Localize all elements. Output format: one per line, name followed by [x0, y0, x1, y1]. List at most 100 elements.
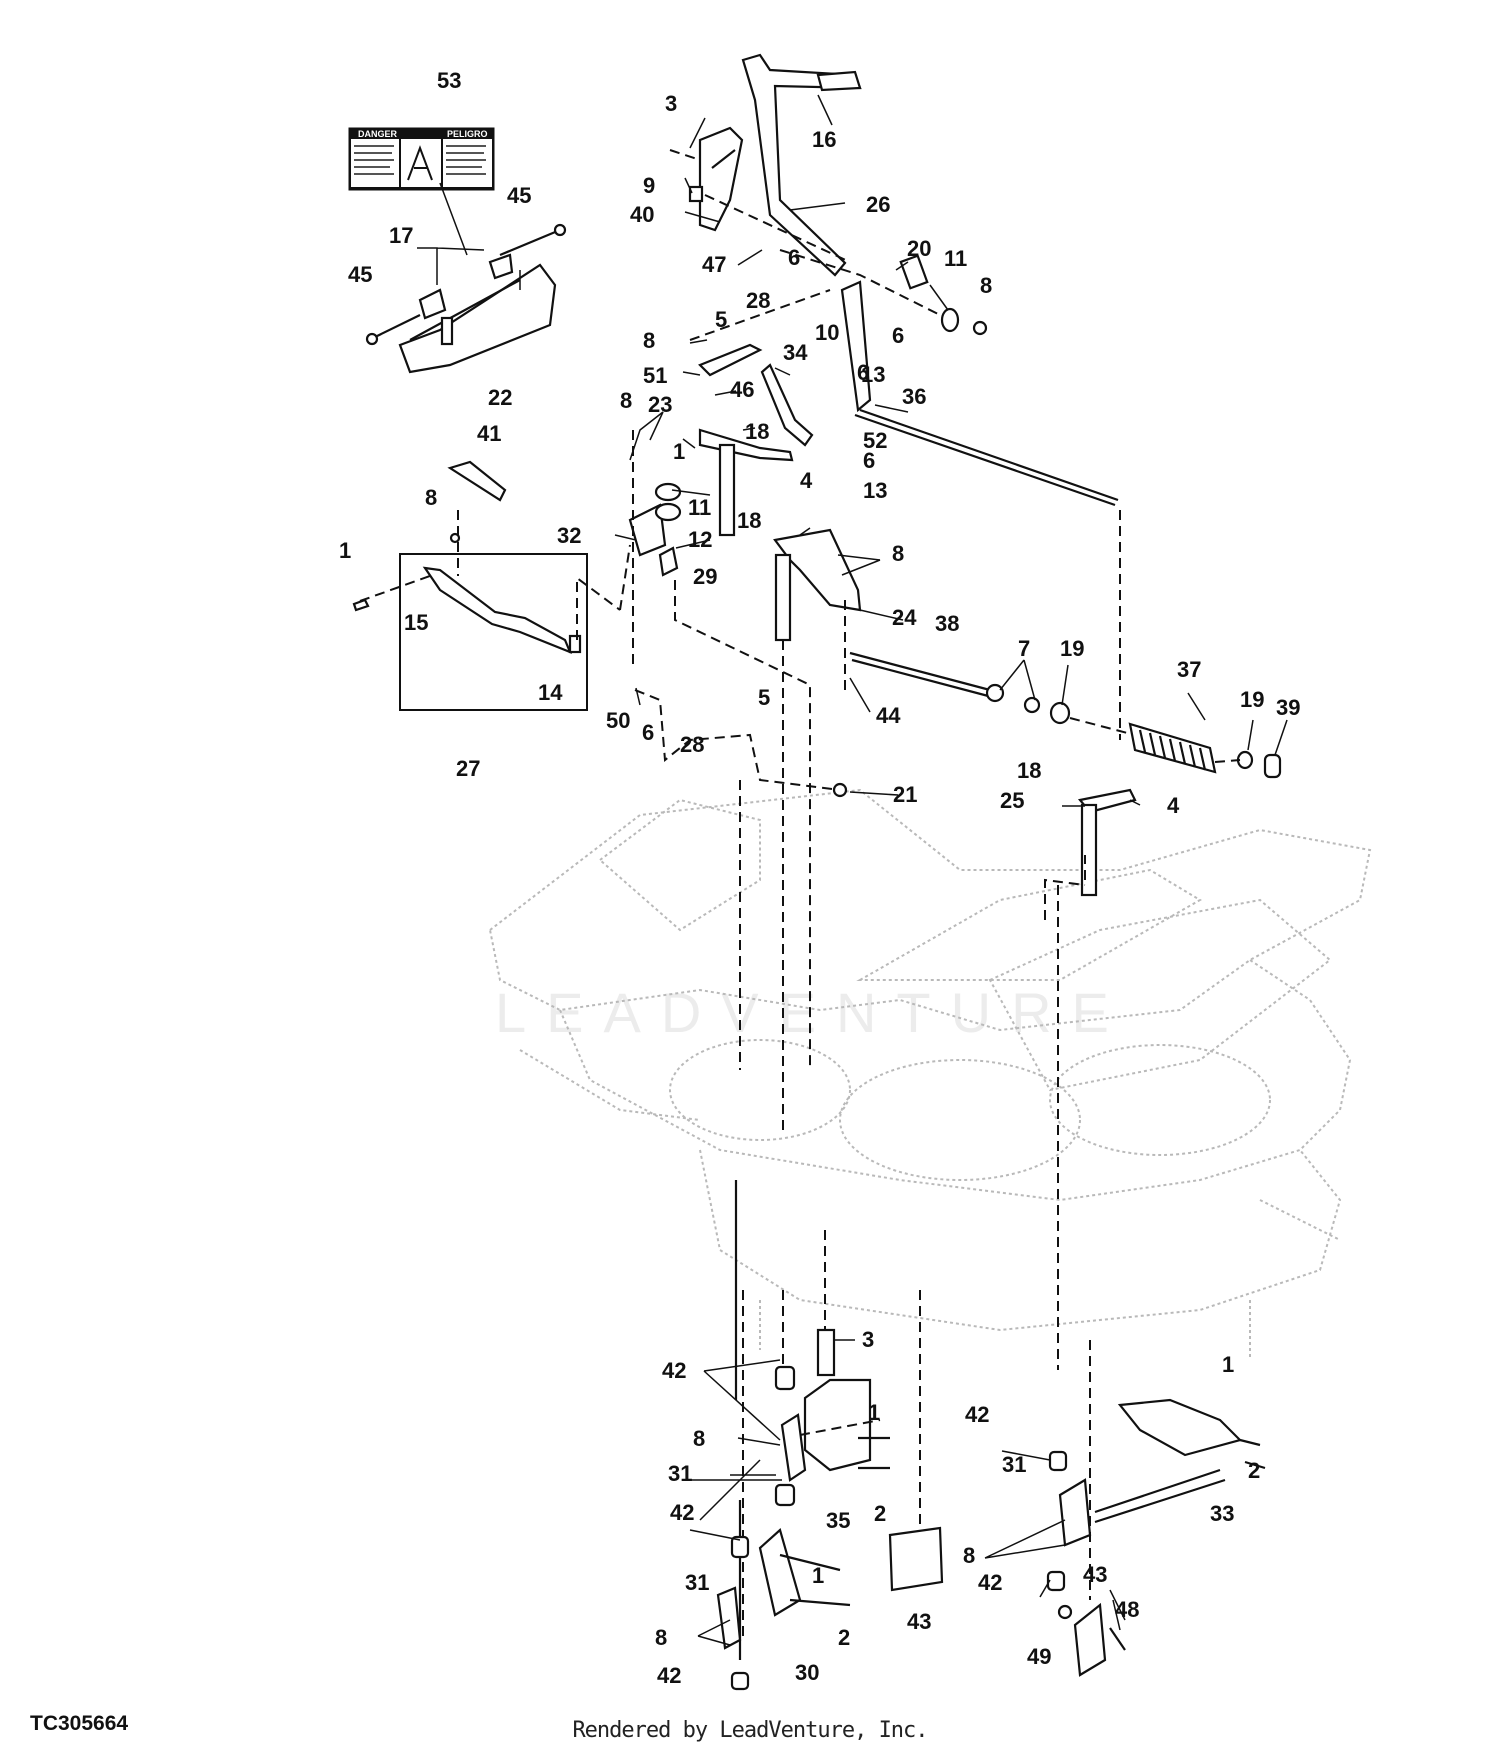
callout-label: 6 — [892, 323, 904, 348]
callout-label: 3 — [665, 91, 677, 116]
callout-label: 31 — [1002, 1452, 1026, 1477]
callout-label: 51 — [643, 363, 667, 388]
callout-label: 39 — [1276, 695, 1300, 720]
callout-label: 5 — [715, 307, 727, 332]
callout-label: 41 — [477, 421, 501, 446]
callout-label: 43 — [1083, 1562, 1107, 1587]
front-hanger-assembly — [716, 1328, 944, 1691]
callout-label: 48 — [1115, 1597, 1139, 1622]
callout-label: 17 — [389, 223, 413, 248]
callout-label: 6 — [857, 360, 869, 385]
callout-label: 9 — [643, 173, 655, 198]
callout-label: 10 — [815, 320, 839, 345]
callout-label: 18 — [737, 508, 761, 533]
callout-label: 42 — [978, 1570, 1002, 1595]
callout-label: 18 — [745, 419, 769, 444]
callout-label: 1 — [812, 1563, 824, 1588]
callout-label: 1 — [673, 439, 685, 464]
callout-label: 43 — [907, 1609, 931, 1634]
rear-hanger-assembly — [1046, 1398, 1266, 1677]
callout-label: 6 — [642, 720, 654, 745]
callout-label: 8 — [425, 485, 437, 510]
callout-label: 1 — [868, 1400, 880, 1425]
render-credit: Rendered by LeadVenture, Inc. — [572, 1718, 928, 1743]
callout-label: 35 — [826, 1508, 850, 1533]
lift-pedal-linkage — [628, 53, 1282, 1070]
callout-label: 42 — [662, 1358, 686, 1383]
callout-label: 15 — [404, 610, 428, 635]
callout-label: 21 — [893, 782, 917, 807]
callout-label: 45 — [507, 183, 531, 208]
callout-label: 29 — [693, 564, 717, 589]
callout-label: 25 — [1000, 788, 1024, 813]
callout-label: 50 — [606, 708, 630, 733]
figure-id: TC305664 — [30, 1712, 129, 1735]
callout-label: 38 — [935, 611, 959, 636]
callout-label: 6 — [788, 245, 800, 270]
watermark: LEADVENTURE — [495, 981, 1129, 1044]
callout-label: 19 — [1240, 687, 1264, 712]
chute-guard-22 — [365, 182, 567, 374]
callout-label: 49 — [1027, 1644, 1051, 1669]
callout-label: 26 — [866, 192, 890, 217]
callout-label: 28 — [746, 288, 770, 313]
callout-label: 37 — [1177, 657, 1201, 682]
callout-label: 31 — [668, 1461, 692, 1486]
callout-label: 11 — [944, 246, 967, 271]
callout-label: 19 — [1060, 636, 1084, 661]
callout-label: 24 — [892, 605, 917, 630]
callout-label: 8 — [980, 273, 992, 298]
decal-left-heading: DANGER — [358, 129, 398, 139]
callout-label: 36 — [902, 384, 926, 409]
callout-label: 40 — [630, 202, 654, 227]
callout-label: 46 — [730, 377, 754, 402]
callout-label: 14 — [538, 680, 563, 705]
callout-label: 4 — [800, 468, 813, 493]
callout-label: 8 — [963, 1543, 975, 1568]
callout-label: 42 — [657, 1663, 681, 1688]
callout-label: 31 — [685, 1570, 709, 1595]
danger-decal: DANGER PELIGRO — [348, 127, 495, 191]
callout-label: 33 — [1210, 1501, 1234, 1526]
callout-label: 34 — [783, 340, 808, 365]
callout-label: 8 — [693, 1426, 705, 1451]
callout-label: 4 — [1167, 793, 1180, 818]
ghost-deck-frame — [488, 788, 1372, 1360]
callout-label: 2 — [838, 1625, 850, 1650]
callout-label: 32 — [557, 523, 581, 548]
callout-label: 28 — [680, 732, 704, 757]
callout-label: 27 — [456, 756, 480, 781]
callout-label: 1 — [339, 538, 351, 563]
callout-label: 30 — [795, 1660, 819, 1685]
callout-label: 45 — [348, 262, 372, 287]
callout-label: 8 — [655, 1625, 667, 1650]
callout-label: 18 — [1017, 758, 1041, 783]
callout-label: 8 — [620, 388, 632, 413]
callout-label: 7 — [1018, 636, 1030, 661]
callout-label: 12 — [688, 527, 712, 552]
callout-label: 52 — [863, 428, 887, 453]
callout-label: 13 — [863, 478, 887, 503]
callout-label: 42 — [670, 1500, 694, 1525]
decal-right-heading: PELIGRO — [447, 129, 488, 139]
callout-label: 6 — [863, 448, 875, 473]
callout-label: 44 — [876, 703, 901, 728]
callout-label: 11 — [688, 495, 711, 520]
callout-label: 2 — [874, 1501, 886, 1526]
callout-label: 3 — [862, 1327, 874, 1352]
callout-label: 5 — [758, 685, 770, 710]
callout-label: 16 — [812, 127, 836, 152]
callout-label: 8 — [643, 328, 655, 353]
callout-label: 8 — [892, 541, 904, 566]
callout-label: 22 — [488, 385, 512, 410]
callout-labels: 53 45 17 45 22 41 8 1 15 14 27 3 9 40 16… — [339, 68, 1300, 1688]
callout-label: 2 — [1248, 1458, 1260, 1483]
callout-label: 53 — [437, 68, 461, 93]
callout-label: 42 — [965, 1402, 989, 1427]
callout-label: 13 — [861, 362, 885, 387]
callout-label: 23 — [648, 392, 672, 417]
linkage-inset-27 — [352, 460, 631, 711]
callout-leaders — [519, 94, 1288, 1646]
callout-label: 1 — [1222, 1352, 1234, 1377]
